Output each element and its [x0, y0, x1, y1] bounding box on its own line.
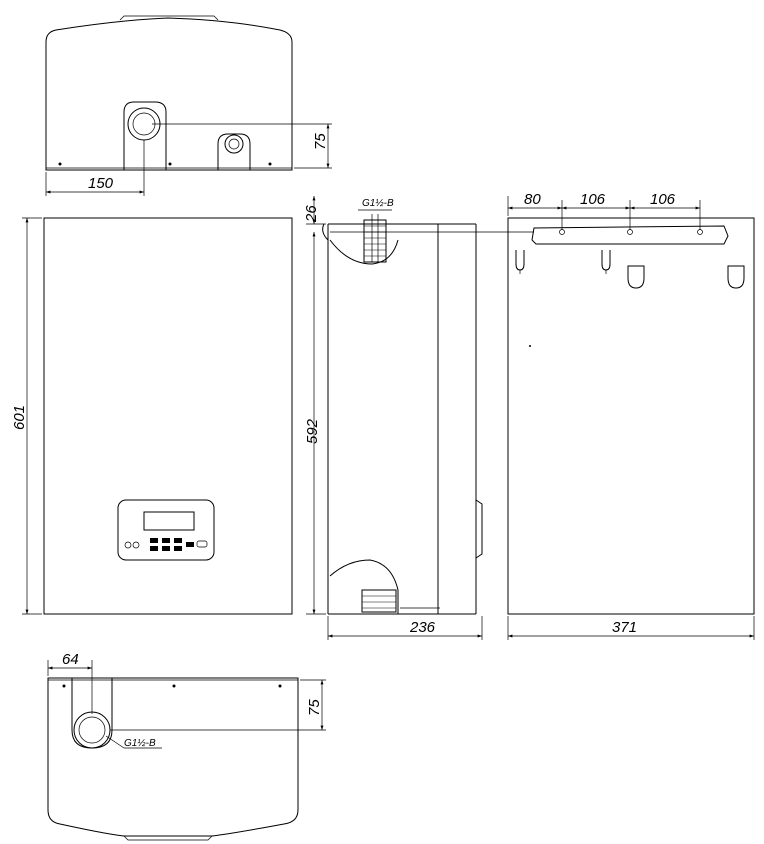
dim-top-x: 150 [88, 175, 114, 192]
side-bottom-detail [329, 559, 399, 614]
dim-rear-c: 106 [650, 191, 676, 208]
slot-2 [727, 265, 745, 289]
bottom-view: 64 75 G1½-B [47, 651, 326, 841]
water-connection-top [217, 133, 251, 170]
dim-top-y: 75 [312, 133, 329, 150]
dim-side-depth: 236 [409, 619, 436, 636]
dim-rear-b: 106 [580, 191, 606, 208]
dim-side-top: 26 [303, 205, 320, 223]
hook-1 [515, 250, 525, 271]
dim-rear-a: 80 [524, 191, 541, 208]
front-view: 601 [11, 217, 293, 615]
dim-front-height: 601 [11, 405, 28, 430]
side-view: G1½-B 26 592 236 [303, 196, 534, 640]
dim-rear-width: 371 [612, 619, 637, 636]
dim-side-height: 592 [304, 418, 321, 444]
bottom-thread-label: G1½-B [124, 738, 156, 749]
rear-view: 80 106 106 371 [507, 191, 755, 640]
control-panel [117, 499, 215, 561]
top-view: 150 75 [45, 15, 332, 196]
flue-outlet-top [123, 101, 167, 170]
side-thread-label: G1½-B [362, 198, 394, 209]
dim-bottom-x: 64 [62, 651, 79, 668]
side-top-detail: G1½-B [322, 198, 399, 265]
dim-bottom-y: 75 [306, 699, 323, 716]
hook-2 [601, 250, 611, 271]
slot-1 [627, 265, 645, 289]
